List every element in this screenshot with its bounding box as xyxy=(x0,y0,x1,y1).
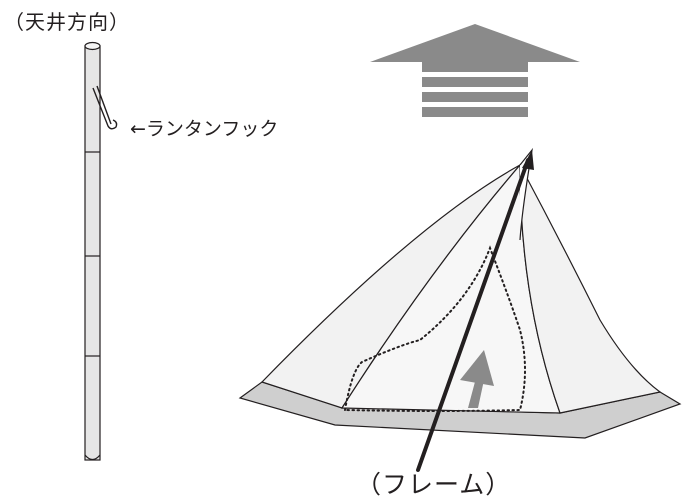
up-arrow-icon xyxy=(370,24,580,117)
frame-label: （フレーム） xyxy=(356,470,512,499)
lantern-hook-label: ←ランタンフック xyxy=(130,118,279,140)
ceiling-direction-label: （天井方向） xyxy=(4,10,130,34)
tent xyxy=(238,147,682,439)
pole-bottom-cap xyxy=(84,454,101,461)
frame-pole xyxy=(416,150,534,472)
insert-arrow-icon xyxy=(460,350,494,408)
door-outline xyxy=(343,245,526,412)
lantern-hook xyxy=(92,85,118,130)
tent-panel-right xyxy=(519,164,662,414)
pole xyxy=(84,41,101,461)
pole-top-cap xyxy=(84,41,101,51)
pole-body xyxy=(84,45,101,461)
